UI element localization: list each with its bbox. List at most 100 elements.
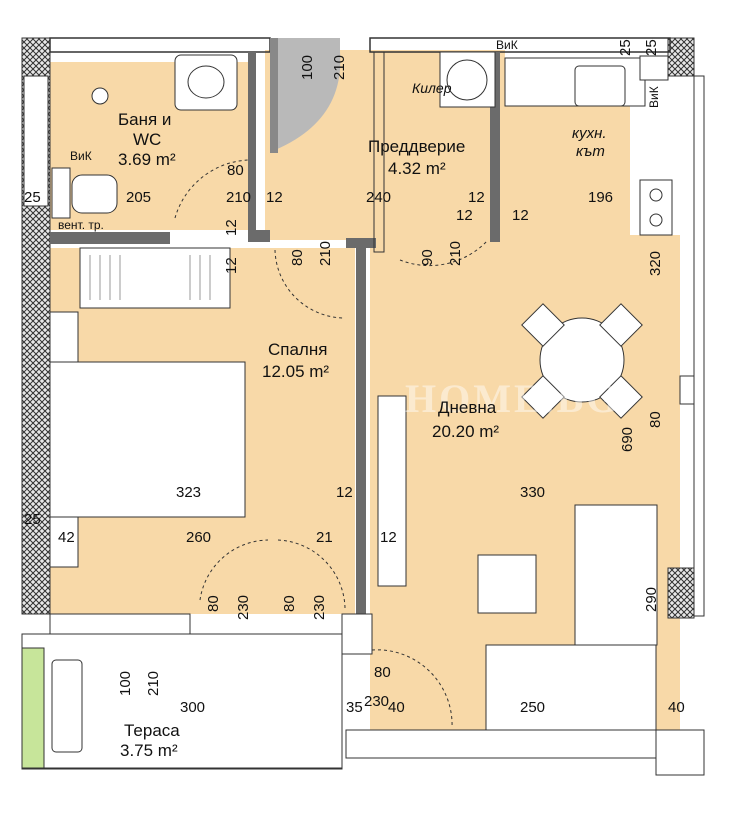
dim-210-ter: 210 xyxy=(145,671,162,696)
dim-230-ent: 230 xyxy=(364,693,389,710)
dim-690: 690 xyxy=(619,427,636,452)
bathroom-name-1: Баня и xyxy=(118,110,171,129)
dim-40-ent: 40 xyxy=(388,699,405,716)
watermark-right: HOME.BG xyxy=(405,376,620,421)
bedroom-area: 12.05 m² xyxy=(262,362,329,381)
pantry-name: Килер xyxy=(412,80,452,96)
terrace-name: Тераса xyxy=(124,721,180,740)
dim-80-bed: 80 xyxy=(289,249,306,266)
bottom-wall xyxy=(345,729,657,759)
hall-area: 4.32 m² xyxy=(388,159,446,178)
dim-21: 21 xyxy=(316,529,333,546)
bath-right-wall xyxy=(248,52,256,232)
living-name: Дневна xyxy=(438,398,497,417)
bedroom-furniture xyxy=(49,247,246,568)
window-bath xyxy=(23,75,49,207)
dim-80-ent: 80 xyxy=(374,664,391,681)
dim-80-t1: 80 xyxy=(205,595,222,612)
kitchen-floor xyxy=(505,95,630,245)
bottom-right-wall xyxy=(655,729,705,776)
dim-260: 260 xyxy=(186,529,211,546)
bath-corner xyxy=(248,230,270,242)
windows xyxy=(23,75,695,405)
terrace-planter xyxy=(21,647,45,769)
top-wall-left xyxy=(49,37,271,53)
stove xyxy=(639,179,673,236)
dim-196: 196 xyxy=(588,189,613,206)
bed-top-wall xyxy=(346,238,376,248)
dim-230-t2: 230 xyxy=(311,595,328,620)
bed-bottom-wall xyxy=(49,613,191,635)
dim-12-b: 12 xyxy=(468,189,485,206)
tv-stand xyxy=(377,395,407,587)
dim-250: 250 xyxy=(520,699,545,716)
watermark-left: GOLD xyxy=(95,376,225,421)
dim-40-r: 40 xyxy=(668,699,685,716)
dim-100-top: 100 xyxy=(299,55,316,80)
shower-head xyxy=(91,87,109,105)
kitchen-name-1: кухн. xyxy=(572,125,607,142)
dim-320: 320 xyxy=(647,251,664,276)
hall-name: Преддверие xyxy=(368,137,465,156)
dining-table xyxy=(539,317,625,403)
toilet-tank xyxy=(51,167,71,219)
entrance-door-leaf xyxy=(270,38,278,153)
top-wall-right xyxy=(369,37,671,53)
window-right xyxy=(679,375,695,405)
sofa-seat xyxy=(485,644,657,731)
washbasin-bowl xyxy=(187,65,225,99)
kitchen-name-2: кът xyxy=(576,143,605,160)
hall-right-wall xyxy=(490,52,500,242)
terrace-area: 3.75 m² xyxy=(120,741,178,760)
bathroom-fixtures xyxy=(51,54,238,219)
terrace-chair xyxy=(51,659,83,753)
right-exterior-wall xyxy=(693,75,705,617)
bath-bottom-wall xyxy=(50,232,170,244)
dim-323: 323 xyxy=(176,484,201,501)
dim-210-a: 210 xyxy=(226,189,251,206)
bed-right-wall xyxy=(356,248,366,614)
nightstand-bottom xyxy=(49,516,79,568)
dim-90: 90 xyxy=(419,249,436,266)
dim-80-r: 80 xyxy=(647,411,664,428)
vik-bath-label: ВиК xyxy=(70,149,92,163)
dim-290: 290 xyxy=(643,587,660,612)
living-furniture xyxy=(377,395,658,731)
bathroom-area: 3.69 m² xyxy=(118,150,176,169)
dim-210-liv: 210 xyxy=(447,241,464,266)
dim-12-f: 12 xyxy=(380,529,397,546)
dimensions-vertical: 100 210 25 25 12 12 80 210 90 210 320 69… xyxy=(117,39,664,696)
vik-kitchen-label: ВиК xyxy=(647,86,661,108)
kitchen-furniture xyxy=(439,51,673,236)
bedroom-name: Спалня xyxy=(268,340,327,359)
bathroom-name-2: WC xyxy=(133,130,161,149)
dim-25-left1: 25 xyxy=(24,189,41,206)
vent-label: вент. тр. xyxy=(58,218,104,232)
terrace xyxy=(21,633,343,770)
dim-12-d: 12 xyxy=(512,207,529,224)
sofa-back xyxy=(574,504,658,646)
dim-25-tr1: 25 xyxy=(617,39,634,56)
dim-12-v1: 12 xyxy=(223,219,240,236)
right-mid-column xyxy=(667,567,695,619)
toilet xyxy=(71,174,118,214)
nightstand-top xyxy=(49,311,79,363)
dim-25-tr2: 25 xyxy=(643,39,660,56)
vik-top-label: ВиК xyxy=(496,38,518,52)
door-arcs xyxy=(174,159,489,729)
dim-100-ter: 100 xyxy=(117,671,134,696)
dim-205: 205 xyxy=(126,189,151,206)
dim-330: 330 xyxy=(520,484,545,501)
dim-80-t2: 80 xyxy=(281,595,298,612)
dim-42: 42 xyxy=(58,529,75,546)
dim-35: 35 xyxy=(346,699,363,716)
dim-25-left2: 25 xyxy=(24,511,41,528)
dimensions: 80 25 205 210 12 240 12 12 12 196 323 12… xyxy=(24,162,685,716)
bed xyxy=(49,361,246,518)
entrance-post xyxy=(341,613,373,655)
sink xyxy=(574,65,626,107)
dim-12-c: 12 xyxy=(456,207,473,224)
right-top-column xyxy=(667,37,695,77)
dim-12-e: 12 xyxy=(336,484,353,501)
